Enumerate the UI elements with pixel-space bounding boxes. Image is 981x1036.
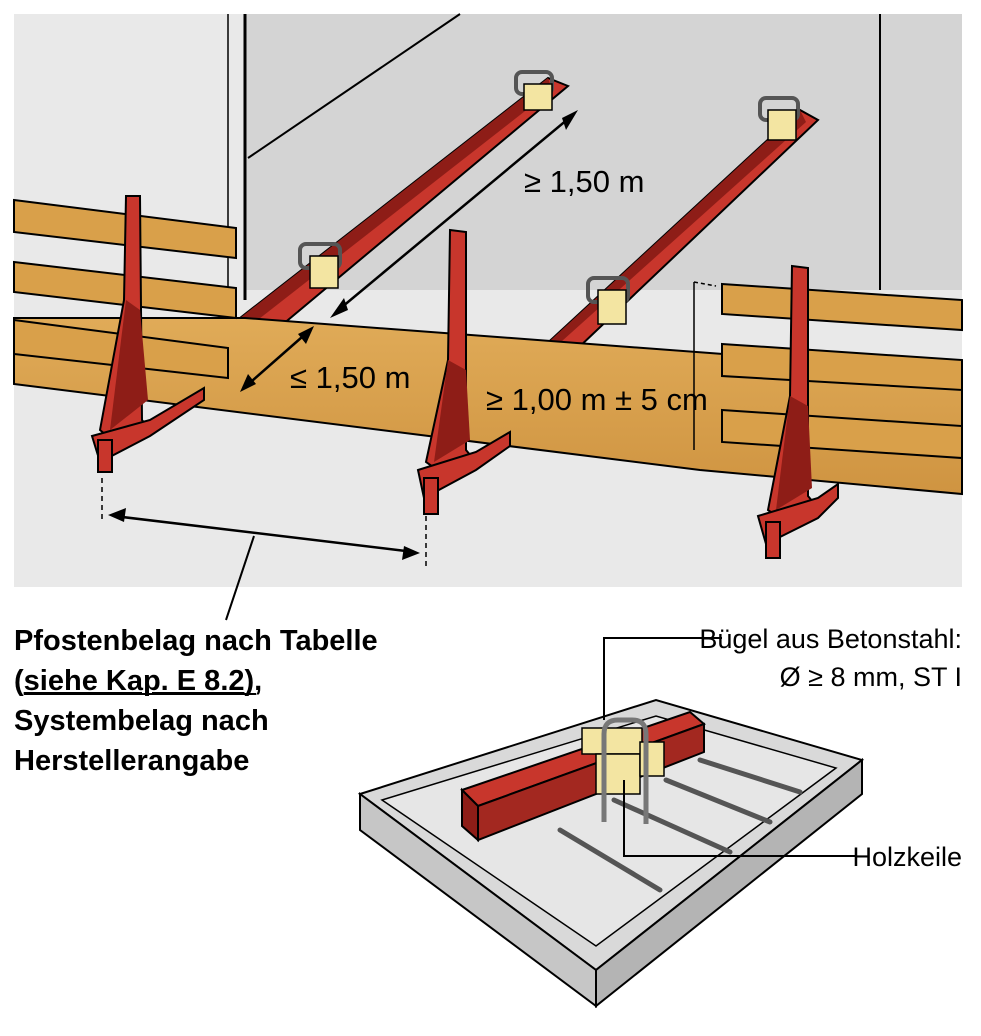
dimension-label-bracket-spacing: ≥ 1,50 m [524, 164, 644, 199]
caption-chapter-link[interactable]: siehe Kap. E 8.2 [24, 665, 245, 697]
callout-buegel-line-2: Ø ≥ 8 mm, ST I [780, 662, 962, 692]
caption-line-3: Systembelag nach [14, 705, 269, 737]
wall-ceiling-shadow [247, 13, 461, 159]
dimension-label-post-spacing: ≤ 1,50 m [290, 360, 410, 395]
caption-paren-close: ), [245, 665, 263, 697]
stirrup-anchor-left-top [514, 70, 554, 111]
detail-rebar [557, 757, 803, 893]
callout-holzkeile: Holzkeile [852, 842, 962, 872]
building-wall [245, 14, 962, 290]
detail-concrete-slab [357, 698, 865, 1009]
dimension-label-height: ≥ 1,00 m ± 5 cm [486, 382, 708, 417]
caption-line-4: Herstellerangabe [14, 745, 249, 777]
stirrup-anchor-right-top [758, 96, 800, 141]
stirrup-anchor-left-bottom [298, 242, 342, 289]
dimension-bracket-spacing [330, 110, 578, 318]
detail-rebar-stirrup [601, 717, 649, 824]
dimension-span [108, 508, 420, 560]
caption-line-2: (siehe Kap. E 8.2), [14, 665, 262, 697]
caption-leader-line [225, 535, 255, 621]
guard-post-middle [416, 228, 511, 515]
dimension-post-spacing [240, 326, 314, 392]
guard-post-left [90, 195, 205, 473]
callout-leader-buegel [603, 637, 722, 720]
guard-post-right [756, 264, 839, 559]
caption-line-1: Pfostenbelag nach Tabelle [14, 625, 378, 657]
guardrail-planks-right [721, 282, 963, 460]
callout-leader-holzkeile [623, 780, 856, 857]
stirrup-anchor-right-bottom [586, 276, 630, 325]
deck-dashed-marker-top [693, 281, 717, 287]
caption-paren-open: ( [14, 665, 24, 697]
callout-buegel-line-1: Bügel aus Betonstahl: [699, 624, 962, 654]
